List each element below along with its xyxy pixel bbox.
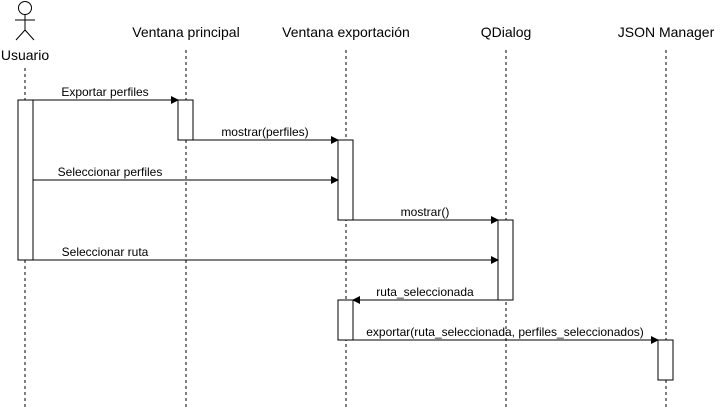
message-label-seleccionar-ruta: Seleccionar ruta [62,245,149,259]
message-label-exportar-perfiles: Exportar perfiles [61,85,148,99]
activation-json-manager [657,339,674,381]
message-label-exportar: exportar(ruta_seleccionada, perfiles_sel… [366,325,644,339]
message-label-seleccionar-perfiles: Seleccionar perfiles [58,165,163,179]
activation-qdialog [497,219,514,301]
activation-ventana-exportacion-2 [337,299,354,341]
message-label-mostrar-perfiles: mostrar(perfiles) [221,125,308,139]
participant-label-ventana-principal: Ventana principal [132,24,239,40]
participant-label-json-manager: JSON Manager [618,24,715,40]
participant-label-usuario: Usuario [1,47,49,63]
activation-ventana-exportacion-1 [337,139,354,221]
participant-label-ventana-exportacion: Ventana exportación [282,24,410,40]
activation-ventana-principal [177,99,194,141]
message-label-mostrar: mostrar() [401,205,450,219]
participant-usuario: Usuario [1,1,49,63]
actor-icon [15,1,35,41]
activation-usuario [17,99,34,261]
participant-label-qdialog: QDialog [481,24,532,40]
message-label-ruta-seleccionada: ruta_seleccionada [376,285,474,299]
